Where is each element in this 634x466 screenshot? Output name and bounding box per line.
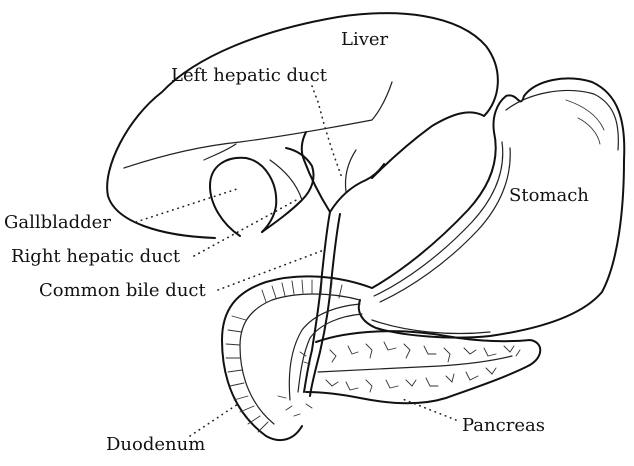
leader-duodenum <box>190 404 238 436</box>
pancreas-shape <box>278 331 540 416</box>
duodenum-folds <box>226 280 342 432</box>
leader-gallbladder <box>136 188 240 222</box>
label-duodenum: Duodenum <box>106 434 205 455</box>
liver-outline <box>107 13 498 238</box>
label-stomach: Stomach <box>509 185 589 206</box>
leader-common-bile-duct <box>218 250 324 290</box>
gallbladder-shape <box>210 158 276 236</box>
leader-right-hepatic-duct <box>194 198 300 256</box>
label-right-hepatic-duct: Right hepatic duct <box>11 246 181 267</box>
label-pancreas: Pancreas <box>462 415 545 436</box>
label-liver: Liver <box>341 29 389 50</box>
duodenum-shape <box>222 276 372 440</box>
label-common-bile-duct: Common bile duct <box>39 280 207 301</box>
label-left-hepatic-duct: Left hepatic duct <box>171 65 328 86</box>
label-leaders <box>136 86 456 436</box>
label-gallbladder: Gallbladder <box>4 212 111 233</box>
leader-left-hepatic-duct <box>312 86 342 178</box>
bile-duct-tree <box>262 132 384 396</box>
stomach-shape <box>359 78 625 337</box>
